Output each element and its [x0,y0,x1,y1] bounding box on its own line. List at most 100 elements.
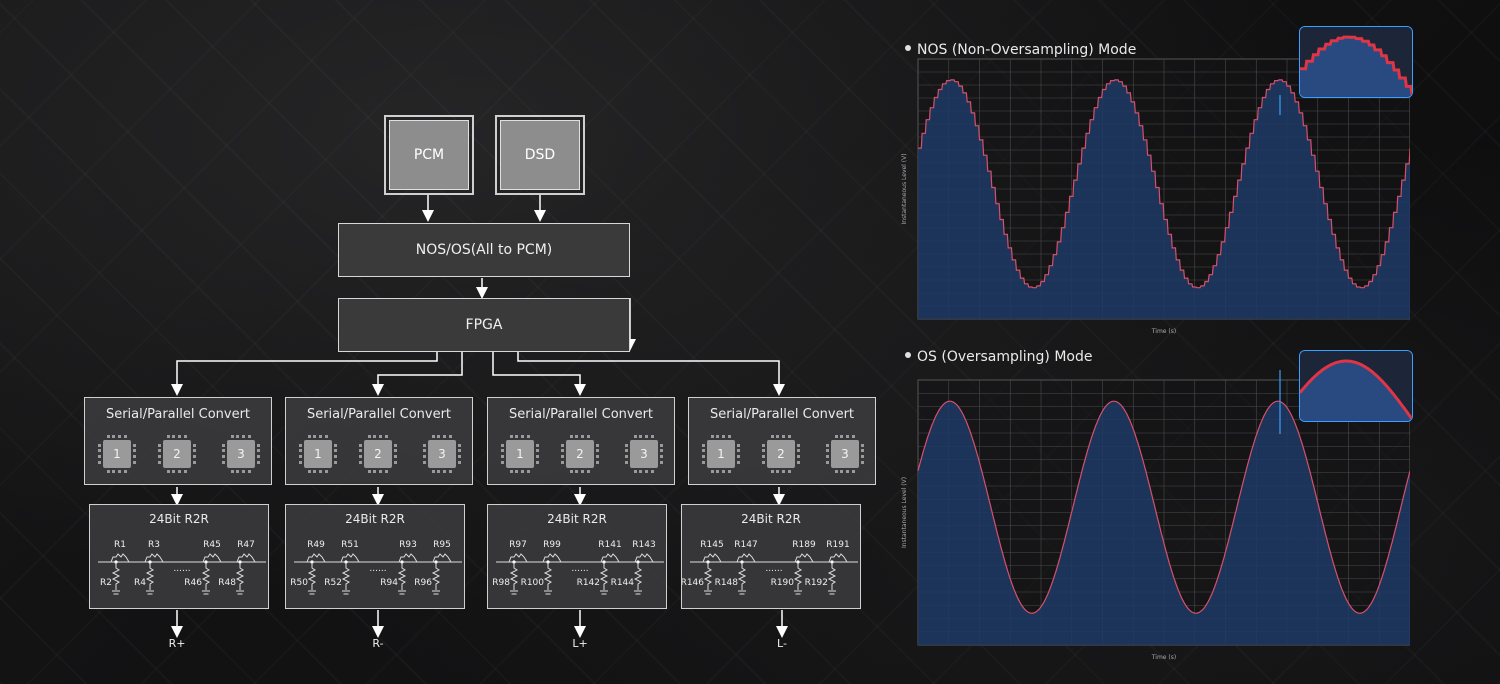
shunt-resistor-symbol [397,562,407,590]
bullet-dot-icon [905,45,911,51]
shunt-resistor-label: R94 [380,578,398,588]
chip-number: 1 [113,447,121,461]
series-resistor-symbol [508,553,528,563]
shunt-resistor-symbol [737,562,747,590]
serial-parallel-convert-box: Serial/Parallel Convert 1 2 3 [688,397,876,485]
ladder-ellipsis: ...... [765,564,782,574]
series-resistor-label: R191 [826,540,849,550]
os-inset-wave [1300,351,1412,421]
shunt-resistor-symbol [235,562,245,590]
shunt-resistor-label: R4 [134,578,146,588]
shunt-resistor-label: R96 [414,578,432,588]
inset-line [1300,359,1412,420]
shunt-resistor-label: R100 [521,578,545,588]
r2r-title: 24Bit R2R [149,512,209,526]
series-resistor-label: R3 [148,540,160,550]
series-resistor-label: R93 [399,540,417,550]
chip-number: 1 [516,447,524,461]
series-resistor-label: R147 [734,540,757,550]
series-resistor-symbol [432,553,452,563]
shunt-resistor-symbol [201,562,211,590]
shunt-resistor-label: R2 [100,578,112,588]
chip-number: 1 [314,447,322,461]
y-axis-label: Instantaneous Level (V) [901,153,908,224]
series-resistor-symbol [828,553,848,563]
nos-title-text: NOS (Non-Oversampling) Mode [917,42,1137,58]
os-zoom-inset [1299,350,1413,422]
series-resistor-symbol [702,553,722,563]
shunt-resistor-symbol [599,562,609,590]
serial-parallel-convert-box: Serial/Parallel Convert 1 2 3 [285,397,473,485]
shunt-resistor-symbol [431,562,441,590]
chip-icon: 1 [98,435,136,473]
chip-icon: 1 [702,435,740,473]
series-resistor-symbol [794,553,814,563]
r2r-title: 24Bit R2R [345,512,405,526]
shunt-resistor-label: R48 [218,578,236,588]
chip-number: 2 [777,447,785,461]
series-resistor-label: R141 [598,540,621,550]
series-resistor-label: R51 [341,540,359,550]
fpga-label: FPGA [465,317,503,333]
x-axis-label: Time (s) [1151,328,1176,335]
shunt-resistor-label: R50 [290,578,308,588]
inset-fill [1300,37,1412,97]
chip-icon: 2 [158,435,196,473]
nos-inset-wave [1300,27,1412,97]
y-axis-label: Instantaneous Level (V) [901,477,908,548]
chip-number: 3 [640,447,648,461]
fpga-box: FPGA [338,298,630,352]
chip-icon: 3 [826,435,864,473]
shunt-resistor-label: R98 [492,578,510,588]
nos-panel-title: NOS (Non-Oversampling) Mode [905,42,1136,58]
ladder-ellipsis: ...... [571,564,588,574]
shunt-resistor-symbol [145,562,155,590]
series-resistor-label: R143 [632,540,655,550]
shunt-resistor-symbol [703,562,713,590]
series-resistor-label: R97 [509,540,527,550]
chip-number: 2 [374,447,382,461]
chip-number: 2 [173,447,181,461]
series-resistor-label: R189 [792,540,816,550]
spc-title: Serial/Parallel Convert [709,407,855,422]
r2r-title: 24Bit R2R [741,512,801,526]
inset-fill [1300,361,1412,421]
shunt-resistor-label: R192 [805,578,828,588]
serial-parallel-convert-box: Serial/Parallel Convert 1 2 3 [84,397,272,485]
series-resistor-symbol [144,553,164,563]
spc-title: Serial/Parallel Convert [105,407,251,422]
dsd-source-box: DSD [495,115,585,195]
chip-icon: 3 [222,435,260,473]
chip-number: 3 [237,447,245,461]
chip-icon: 3 [423,435,461,473]
inset-line [1300,35,1412,96]
chip-number: 1 [717,447,725,461]
ladder-ellipsis: ...... [369,564,386,574]
series-resistor-label: R49 [307,540,325,550]
chip-number: 3 [438,447,446,461]
shunt-resistor-label: R190 [771,578,795,588]
os-waveform-chart: Time (s) Instantaneous Level (V) [901,370,1410,660]
shunt-resistor-symbol [827,562,837,590]
chip-icon: 1 [299,435,337,473]
shunt-resistor-symbol [341,562,351,590]
series-resistor-label: R95 [433,540,451,550]
bullet-dot-icon [905,352,911,358]
waveform-fill-area [918,79,1410,320]
nos-waveform-chart: Time (s) Instantaneous Level (V) [901,58,1410,335]
x-axis-label: Time (s) [1151,654,1176,660]
chip-icon: 3 [625,435,663,473]
shunt-resistor-label: R144 [611,578,635,588]
series-resistor-symbol [202,553,222,563]
spc-title: Serial/Parallel Convert [306,407,452,422]
spc-title: Serial/Parallel Convert [508,407,654,422]
waveform-line [918,79,1410,289]
chip-number: 3 [841,447,849,461]
series-resistor-symbol [236,553,256,563]
chip-icon: 1 [501,435,539,473]
